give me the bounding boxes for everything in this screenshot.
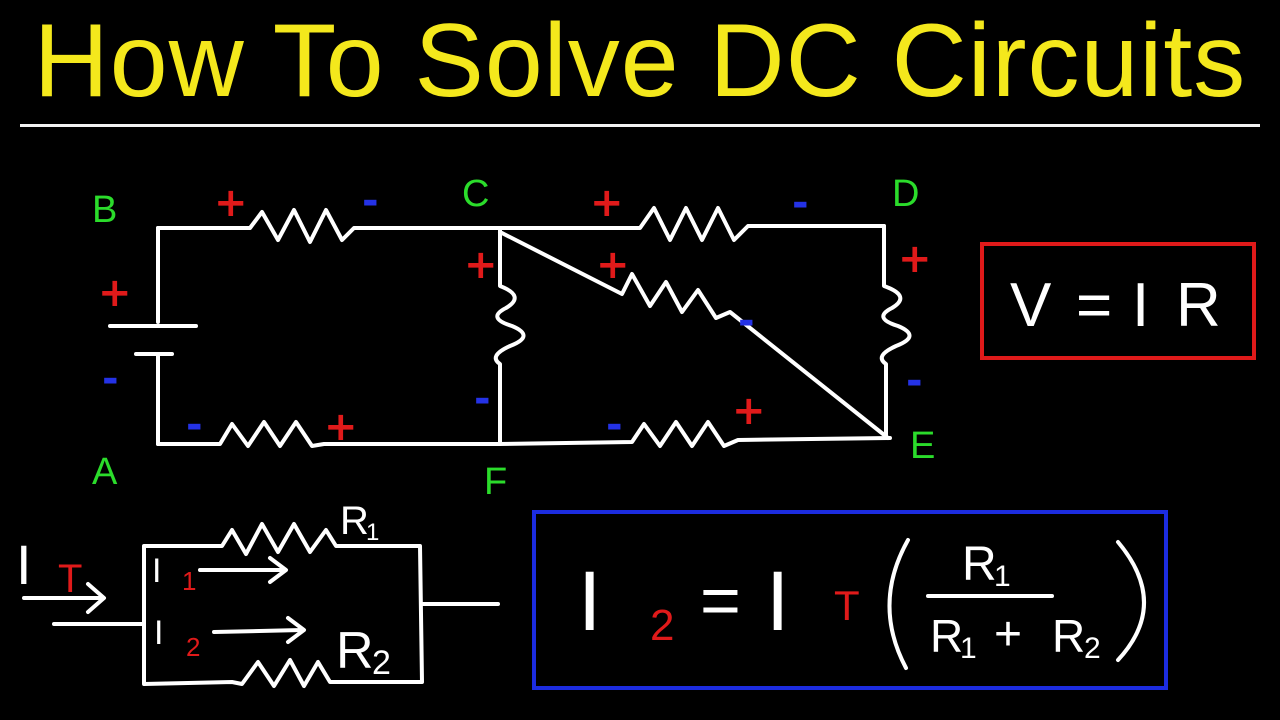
divider-lhs-letter: I	[578, 554, 601, 648]
node-label-a: A	[92, 451, 118, 493]
ohms-law-frame	[980, 242, 1256, 360]
plus-sign: +	[214, 180, 248, 226]
minus-sign: -	[792, 180, 809, 226]
node-label-e: E	[910, 425, 935, 467]
right-parenthesis	[1116, 540, 1146, 662]
title-underline	[20, 124, 1260, 127]
wire-c-f	[493, 226, 526, 446]
parallel-frame	[142, 522, 424, 688]
node-label-d: D	[892, 173, 919, 215]
minus-sign: -	[362, 178, 379, 224]
denominator-r1-letter: R	[930, 610, 963, 662]
slide-title: How To Solve DC Circuits	[33, 3, 1247, 119]
current-divider-box: I 2 = I T R 1 R 1 + R 2	[532, 510, 1168, 690]
total-current-arrow	[22, 582, 106, 614]
wire-d-e	[879, 224, 912, 438]
minus-sign: -	[606, 402, 623, 448]
node-label-f: F	[484, 461, 507, 503]
denominator-r2-subscript: 2	[1084, 632, 1101, 665]
ohms-i: I	[1132, 271, 1149, 340]
minus-sign: -	[474, 376, 491, 422]
wire-c-e-diagonal	[498, 230, 890, 440]
divider-it-letter: I	[766, 554, 789, 648]
plus-sign: +	[898, 236, 932, 282]
ohms-law-box: V = I R	[980, 242, 1256, 360]
branch1-current-letter: I	[152, 552, 161, 590]
r2-subscript: 2	[372, 644, 391, 682]
minus-sign: -	[186, 402, 203, 448]
divider-lhs-subscript: 2	[650, 601, 674, 650]
plus-sign: +	[464, 242, 498, 288]
branch2-arrow	[212, 616, 306, 644]
plus-sign: +	[98, 270, 132, 316]
ohms-r: R	[1176, 271, 1221, 340]
wire-b-c	[156, 208, 502, 244]
total-current-letter: I	[16, 533, 32, 596]
total-current-subscript: T	[58, 557, 82, 601]
denominator-r1-subscript: 1	[960, 632, 977, 665]
minus-sign: -	[102, 356, 119, 402]
current-divider-frame	[532, 510, 1168, 690]
denominator-plus: +	[994, 608, 1022, 661]
main-circuit	[108, 206, 912, 448]
r1-subscript: 1	[366, 519, 379, 546]
denominator-r2-letter: R	[1052, 610, 1085, 662]
divider-it-subscript: T	[834, 582, 860, 629]
branch2-current-subscript: 2	[186, 632, 200, 662]
plus-sign: +	[596, 242, 630, 288]
numerator-r-letter: R	[962, 538, 997, 591]
branch2-current-letter: I	[154, 614, 163, 652]
branch1-current-subscript: 1	[182, 566, 196, 596]
left-parenthesis	[887, 538, 910, 670]
ohms-equals: =	[1076, 271, 1112, 340]
numerator-subscript: 1	[994, 560, 1011, 593]
r1-letter: R	[340, 499, 369, 543]
branch1-arrow	[198, 556, 288, 584]
r2-letter: R	[336, 622, 374, 680]
plus-sign: +	[590, 180, 624, 226]
minus-sign: -	[738, 298, 755, 344]
wire-a-f	[156, 420, 500, 448]
wire-c-d	[498, 206, 886, 242]
node-label-b: B	[92, 189, 117, 231]
minus-sign: -	[906, 358, 923, 404]
plus-sign: +	[324, 404, 358, 450]
node-label-c: C	[462, 173, 489, 215]
parallel-circuit: I T I 1 I 2 R 1 R 2	[16, 499, 500, 688]
ohms-v: V	[1010, 271, 1052, 340]
wire-f-e	[496, 420, 892, 448]
divider-equals: =	[700, 561, 741, 639]
plus-sign: +	[732, 388, 766, 434]
